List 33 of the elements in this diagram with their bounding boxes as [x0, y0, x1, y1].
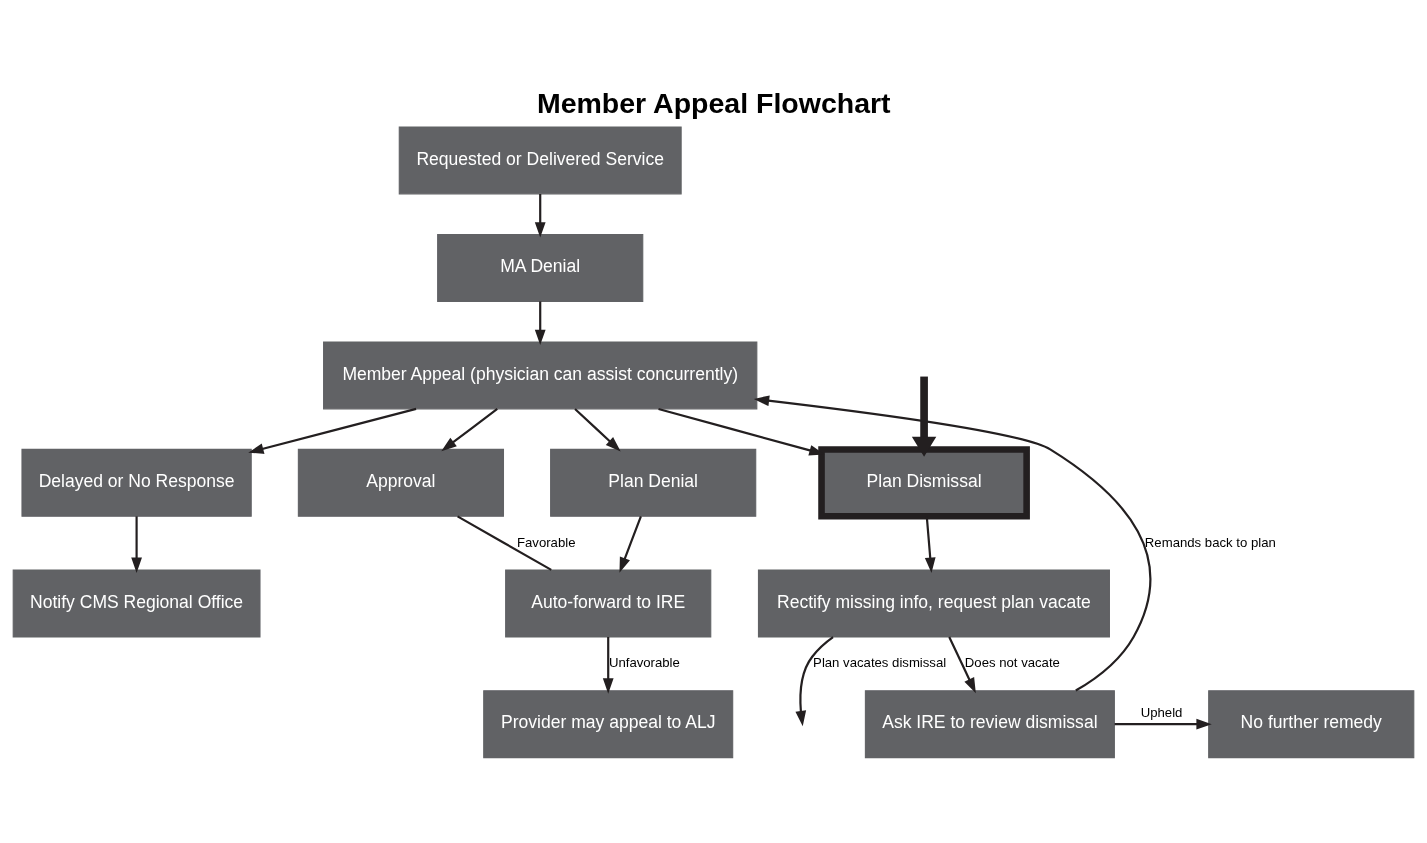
node-box: Plan Denial	[550, 448, 757, 517]
arrow	[795, 635, 834, 726]
edge-label: Unfavorable	[608, 654, 680, 670]
edge-label: Does not vacate	[964, 654, 1060, 670]
edge-label: Upheld	[1140, 704, 1183, 720]
arrow	[1114, 718, 1212, 730]
arrow	[534, 300, 546, 345]
arrow	[248, 407, 417, 454]
node-box: Delayed or No Response	[21, 448, 252, 517]
node-box: Member Appeal (physician can assist concurrently)	[323, 340, 758, 409]
arrow	[131, 515, 142, 573]
node-box: Auto-forward to IRE	[505, 569, 712, 637]
arrow	[602, 636, 614, 694]
node-box: Plan Dismissal	[818, 445, 1030, 520]
node-box: Provider may appeal to ALJ	[483, 689, 734, 758]
diagram-title: Member Appeal Flowchart	[536, 85, 891, 118]
node-box: Notify CMS Regional Office	[12, 569, 261, 637]
arrow	[948, 636, 976, 693]
node-box: Approval	[297, 448, 505, 517]
arrow	[574, 407, 621, 451]
arrow	[534, 193, 546, 238]
node-box: MA Denial	[437, 233, 644, 302]
edge-label: Plan vacates dismissal	[813, 654, 947, 670]
node-box: Rectify missing info, request plan vacate	[757, 569, 1110, 637]
arrow	[441, 407, 498, 451]
node-box: Requested or Delivered Service	[398, 125, 682, 194]
edge-label: Favorable	[516, 534, 576, 550]
arrow	[619, 515, 642, 573]
connector	[457, 514, 552, 571]
node-box: Ask IRE to review dismissal	[864, 689, 1115, 758]
arrow	[753, 394, 1152, 691]
node-box: No further remedy	[1208, 689, 1415, 758]
edge-label: Remands back to plan	[1144, 534, 1276, 550]
